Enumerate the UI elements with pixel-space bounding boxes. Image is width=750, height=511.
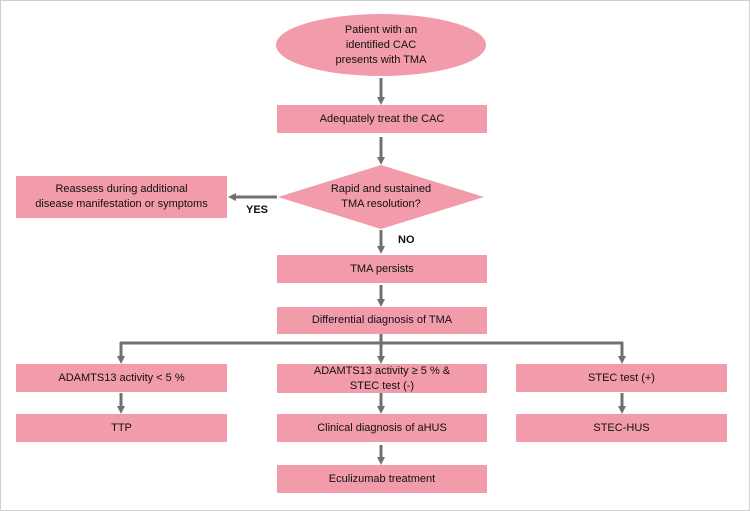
no-label: NO (398, 234, 415, 246)
ttp-box: TTP (16, 414, 227, 442)
differential-box: Differential diagnosis of TMA (277, 307, 487, 334)
decision-diamond (278, 165, 484, 229)
start-node: Patient with an identified CAC presents … (276, 14, 486, 76)
tma-persists-box: TMA persists (277, 255, 487, 283)
branch-left-box: ADAMTS13 activity < 5 % (16, 364, 227, 392)
branch-middle-box: ADAMTS13 activity ≥ 5 % & STEC test (-) (277, 364, 487, 393)
treat-cac-box: Adequately treat the CAC (277, 105, 487, 133)
eculizumab-box: Eculizumab treatment (277, 465, 487, 493)
reassess-box: Reassess during additional disease manif… (16, 176, 227, 218)
stec-hus-box: STEC-HUS (516, 414, 727, 442)
decision-text: Rapid and sustained TMA resolution? (330, 183, 432, 210)
yes-label: YES (246, 204, 269, 216)
clinical-ahus-box: Clinical diagnosis of aHUS (277, 414, 487, 442)
branch-right-box: STEC test (+) (516, 364, 727, 392)
